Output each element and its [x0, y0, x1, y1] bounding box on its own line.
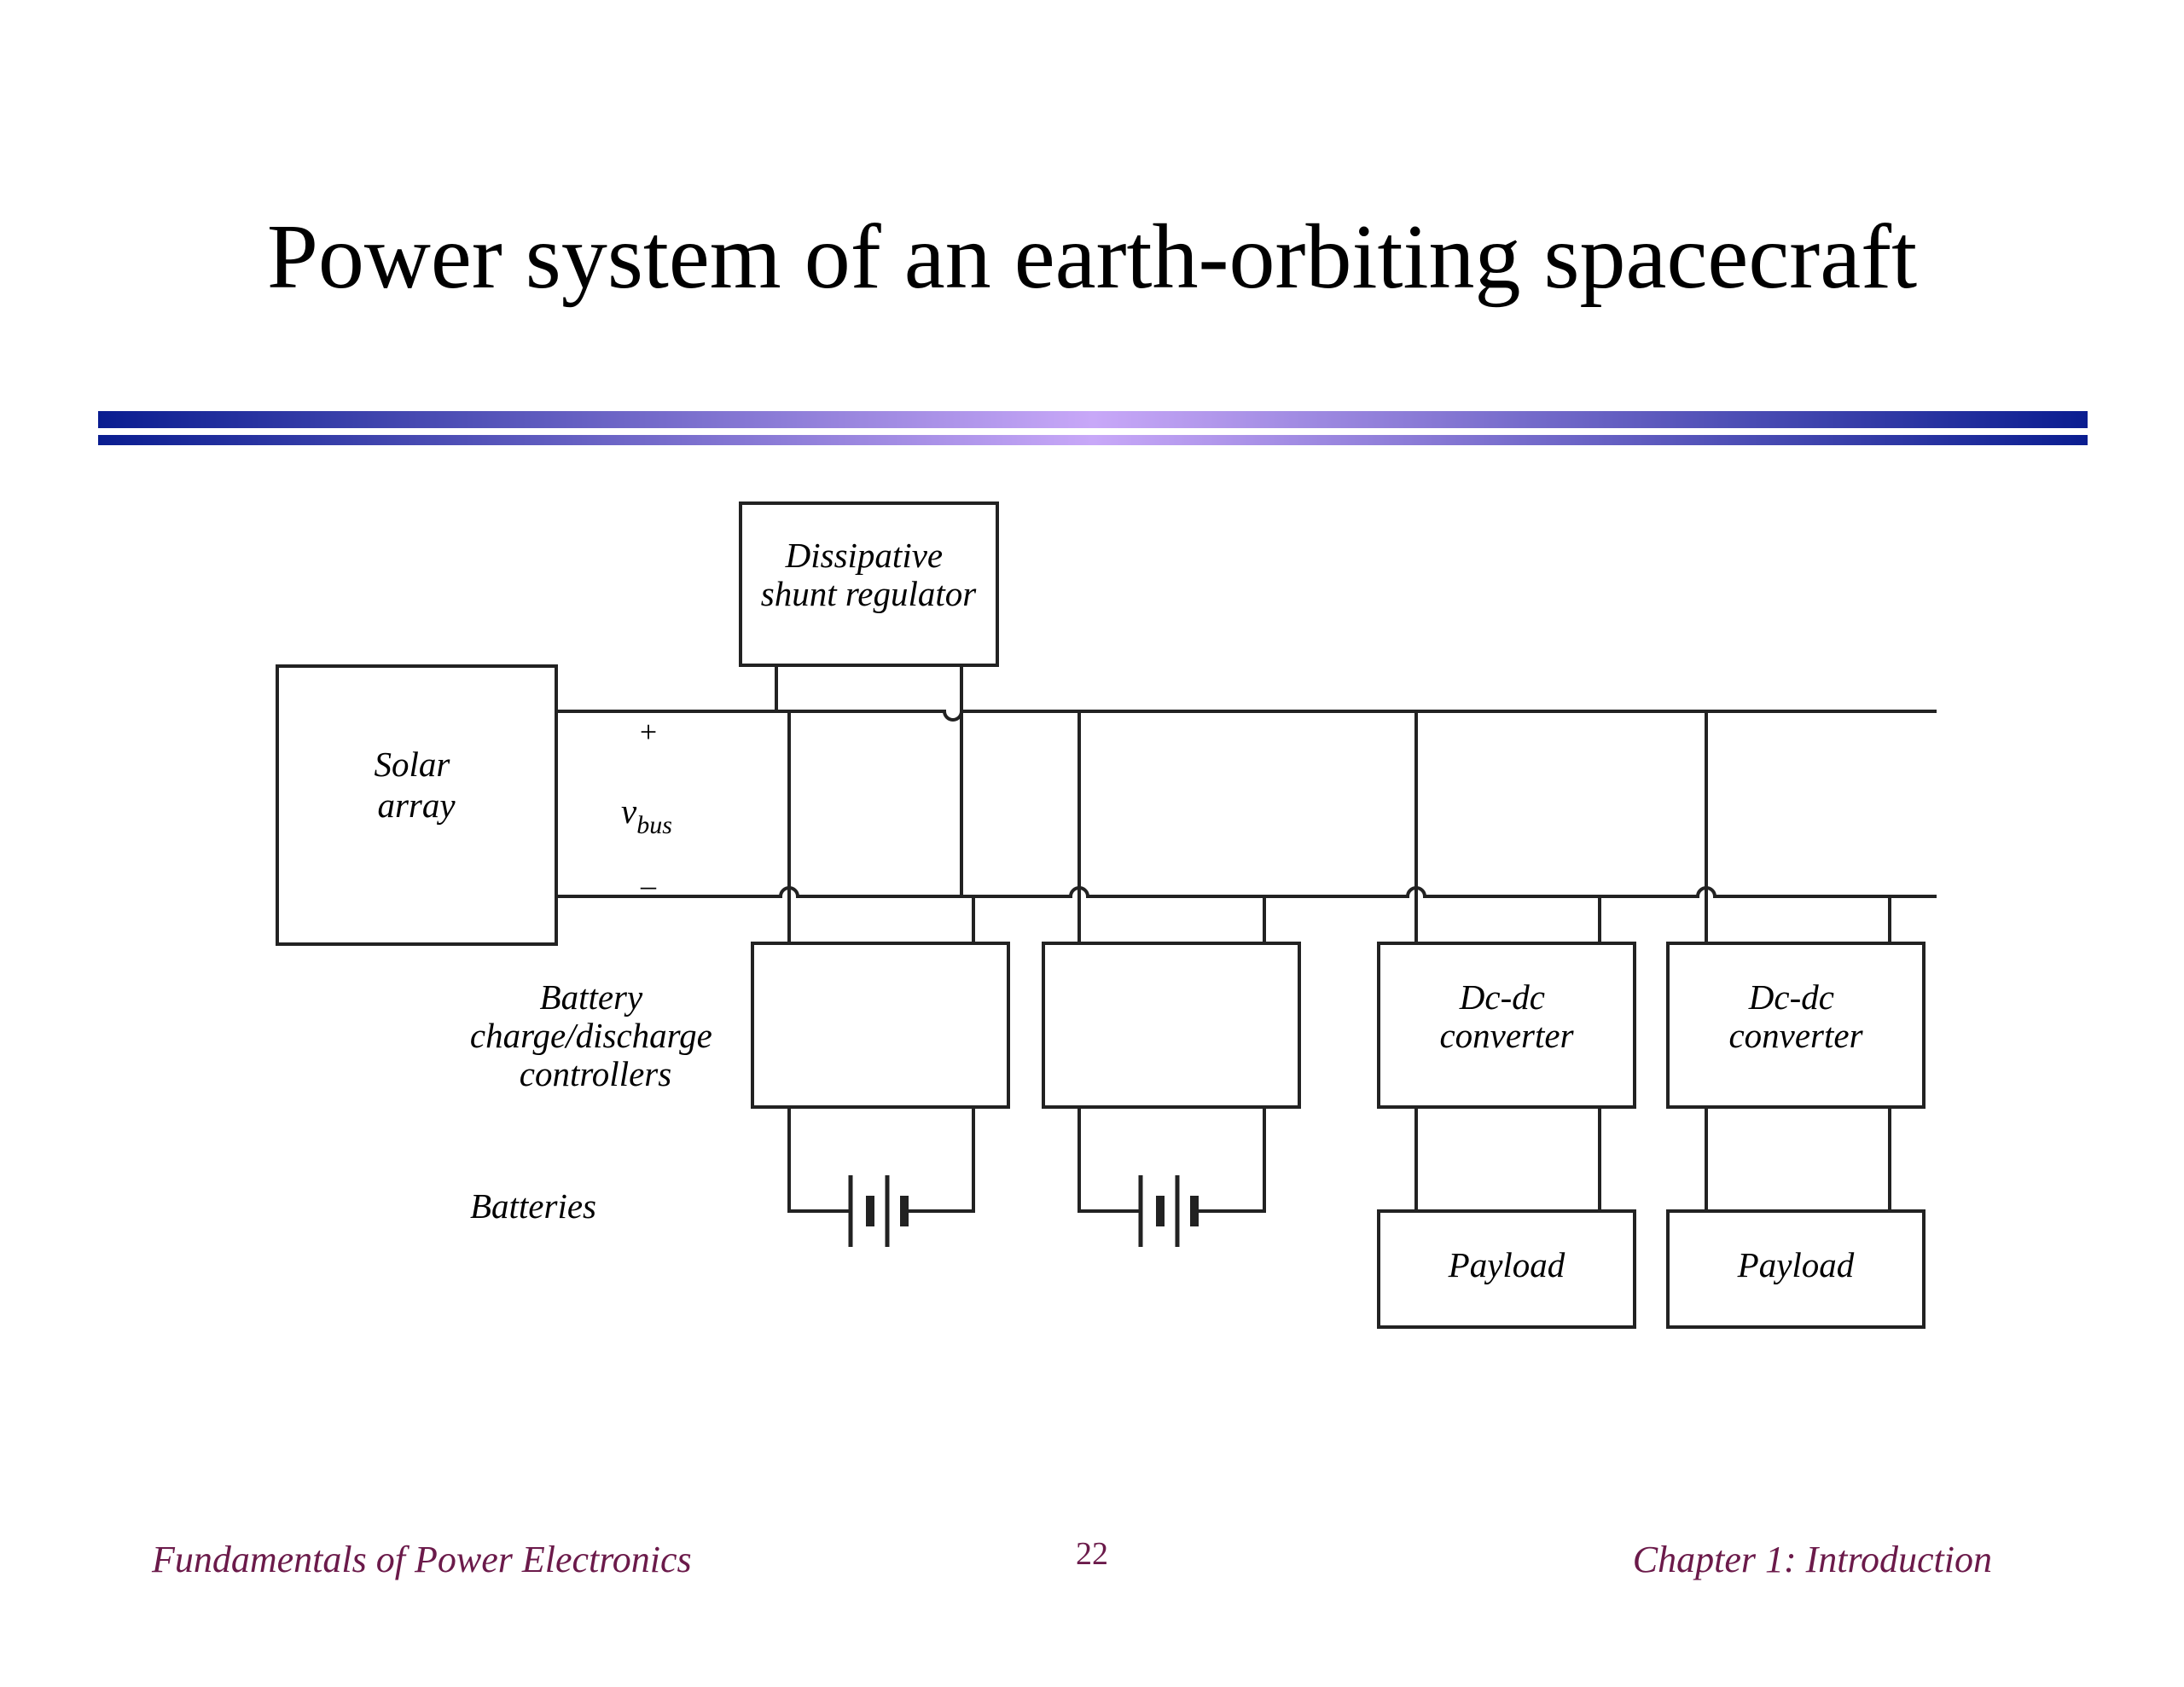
- converter-label-1: Dc-dc converter: [1439, 977, 1574, 1055]
- solar-array-box: [276, 664, 558, 946]
- payload-box-2: [1666, 1209, 1926, 1329]
- footer-book-title: Fundamentals of Power Electronics: [152, 1539, 692, 1580]
- payload-label-1: Payload: [1448, 1245, 1565, 1284]
- payload-label-2: Payload: [1737, 1245, 1855, 1284]
- page-number: 22: [1076, 1536, 1108, 1572]
- payload-box-1: [1377, 1209, 1636, 1329]
- converter-box-2: [1666, 942, 1926, 1109]
- converter-box-1: [1377, 942, 1636, 1109]
- converter-label-2: Dc-dc converter: [1728, 977, 1863, 1055]
- controller-box-2: [1042, 942, 1301, 1109]
- bus-voltage-label: vbus: [621, 791, 672, 839]
- shunt-regulator-box: [739, 501, 999, 667]
- bus-minus-sign: –: [640, 868, 657, 902]
- bus-positive-rail: [556, 710, 1937, 722]
- solar-array-label: Solar array: [374, 745, 458, 825]
- bus-plus-sign: +: [640, 715, 657, 749]
- slide-title: Power system of an earth-orbiting spacec…: [266, 206, 1918, 308]
- shunt-regulator-label: Dissipative shunt regulator: [761, 536, 978, 613]
- title-rule-thin: [98, 435, 2088, 445]
- controllers-label: Battery charge/discharge controllers: [470, 977, 721, 1093]
- battery-icon: [1138, 1175, 1199, 1247]
- batteries-label: Batteries: [470, 1186, 596, 1226]
- bus-negative-rail: [556, 886, 1937, 898]
- battery-icon: [848, 1175, 909, 1247]
- footer-chapter: Chapter 1: Introduction: [1632, 1539, 1992, 1580]
- controller-box-1: [751, 942, 1010, 1109]
- title-rule-thick: [98, 411, 2088, 428]
